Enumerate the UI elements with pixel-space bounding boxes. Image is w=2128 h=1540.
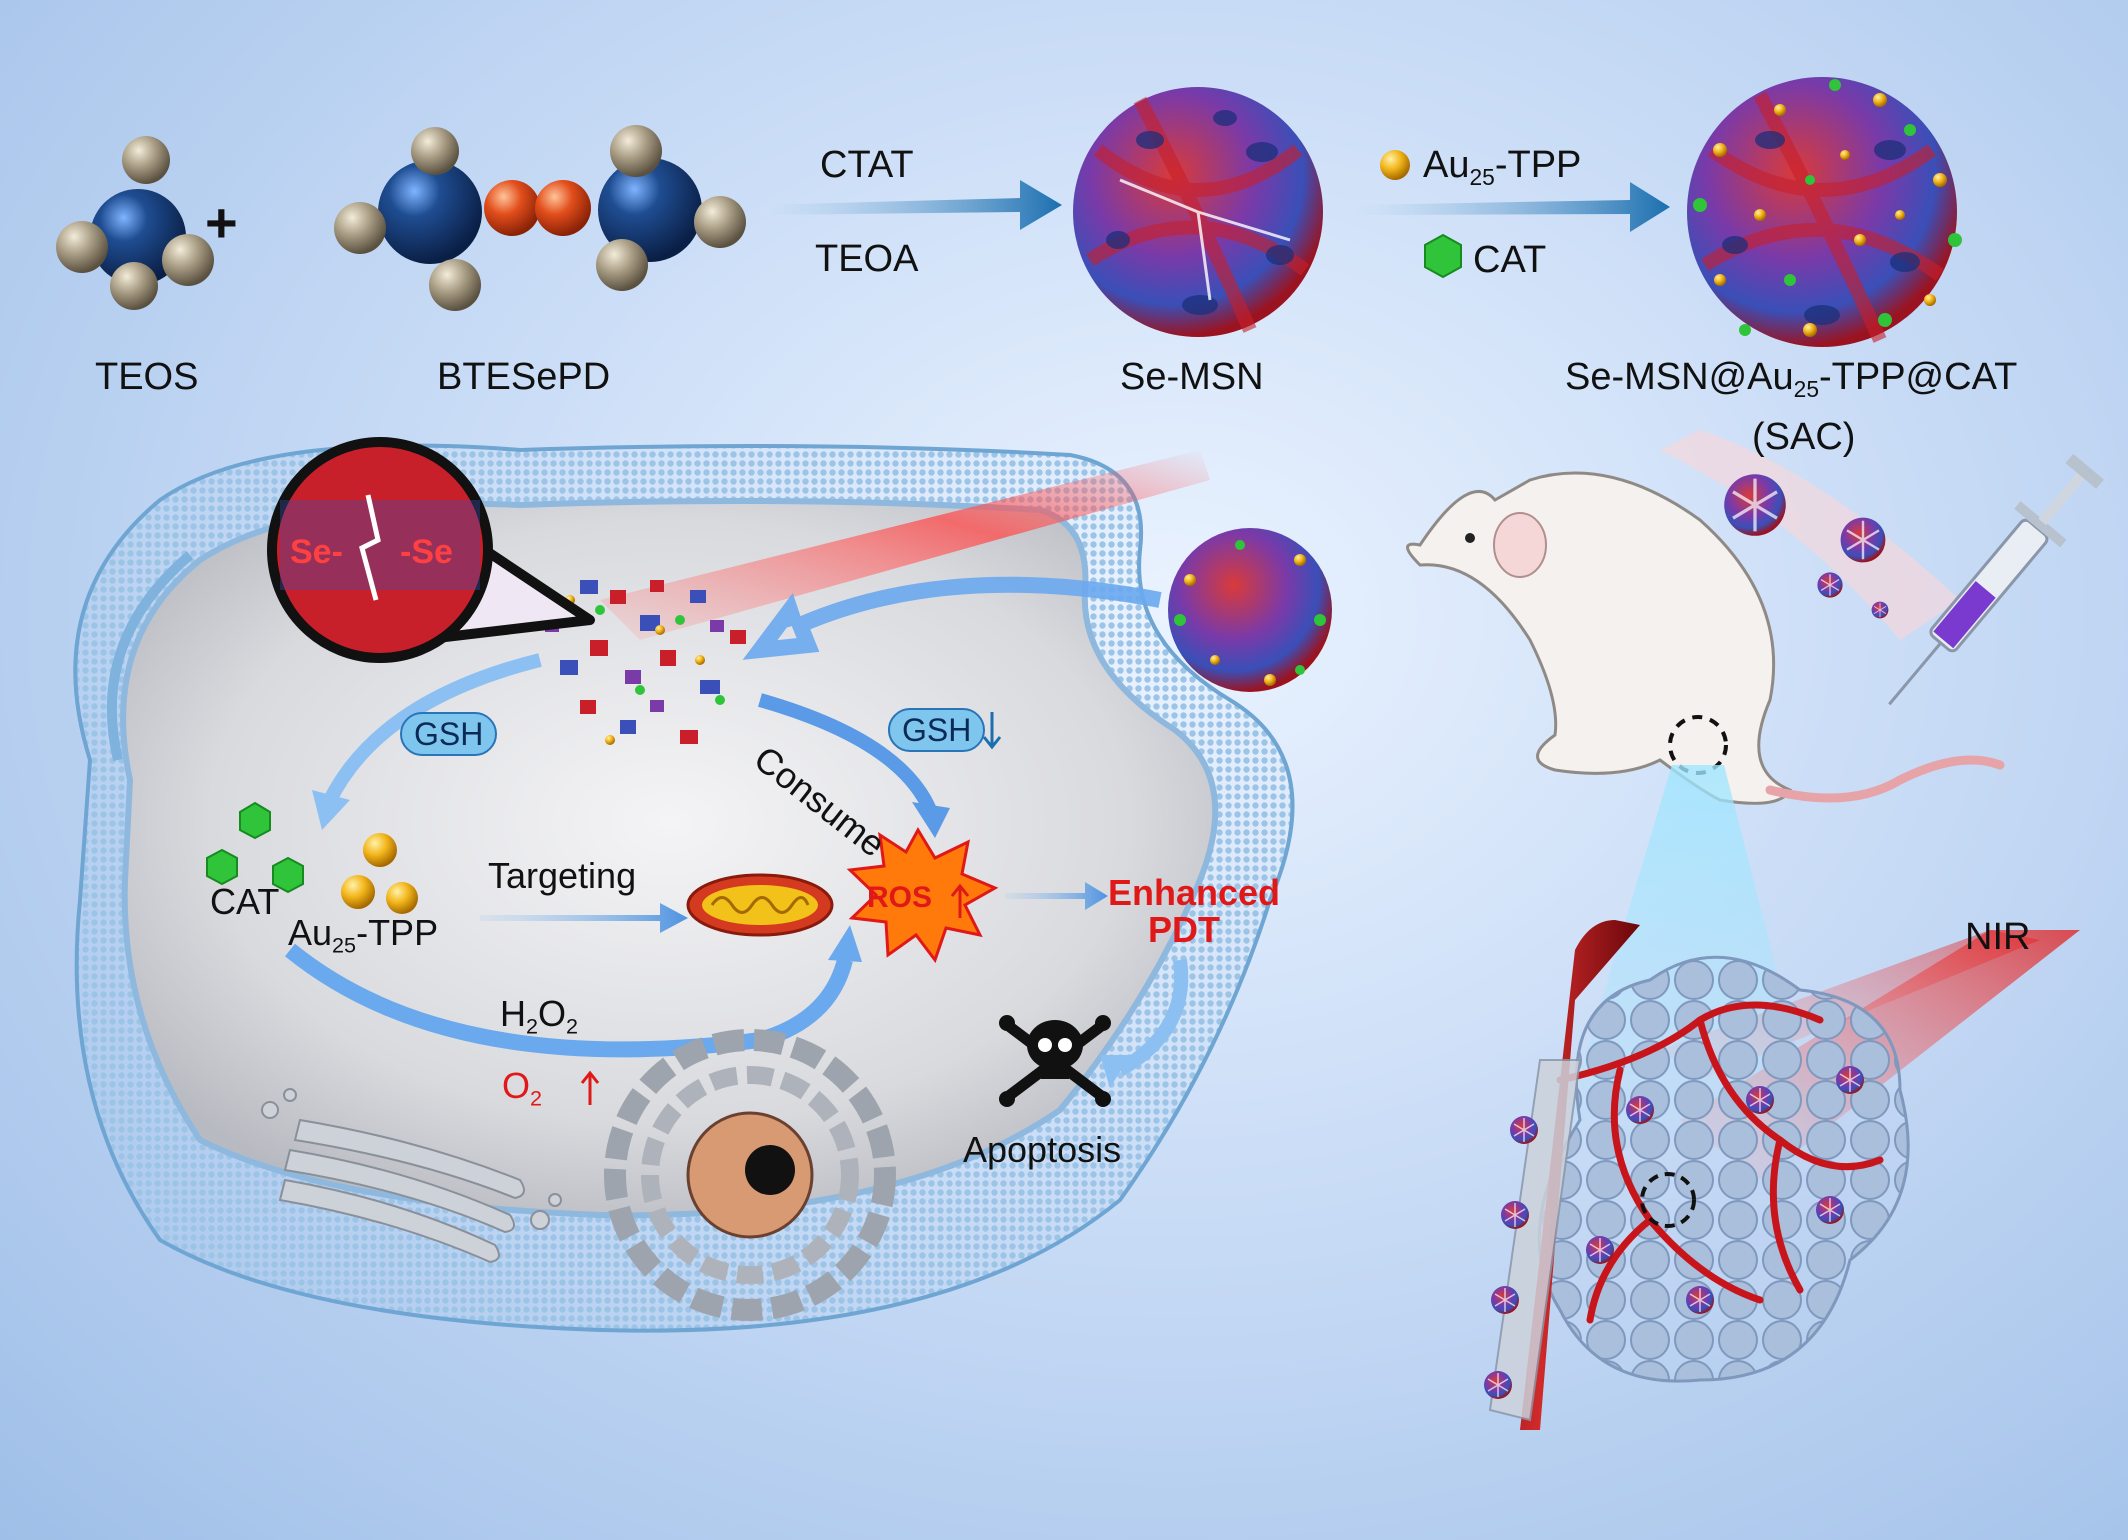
- pdt-label: PDT: [1148, 909, 1220, 950]
- plus-sign: +: [205, 191, 238, 254]
- degraded-fragments: [545, 580, 746, 745]
- gsh-badge-right: GSH: [888, 708, 986, 752]
- catalase-legend-icon: [1424, 233, 1462, 279]
- ros-burst-icon: [846, 826, 999, 964]
- consume-arrow: [758, 693, 937, 813]
- ctat-label: CTAT: [820, 144, 914, 186]
- h2o2-label: H2O2: [500, 993, 579, 1039]
- injected-particle: [1722, 472, 1788, 538]
- mitochondrion: [686, 873, 834, 937]
- enhanced-label: Enhanced: [1108, 872, 1281, 913]
- teoa-label: TEOA: [815, 238, 919, 280]
- syringe-icon: [1888, 453, 2104, 706]
- injected-particle: [1816, 571, 1844, 599]
- sac-particle: [1687, 77, 1962, 347]
- gsh-badge-left: GSH: [400, 712, 498, 756]
- o2-label: O2: [502, 1065, 543, 1111]
- pdt-to-apoptosis-arrow: [1116, 959, 1189, 1077]
- injected-particle: [1839, 516, 1887, 564]
- nir-label: NIR: [1965, 916, 2031, 958]
- au25-tpp-cell-label: Au25-TPP: [288, 912, 439, 958]
- se-msn-label: Se-MSN: [1120, 356, 1264, 398]
- teos-molecule: [56, 136, 214, 310]
- apoptosis-label: Apoptosis: [963, 1129, 1122, 1170]
- cat-cell-label: CAT: [210, 881, 280, 922]
- skull-icon: [999, 1015, 1111, 1107]
- cat-enzymes: [206, 801, 304, 894]
- tumor-tissue: [1537, 955, 1910, 1383]
- teos-label: TEOS: [95, 356, 199, 398]
- gold-cluster-legend-icon: [1380, 150, 1410, 180]
- synthesis-arrow: [760, 180, 1062, 230]
- blood-vessel: [1440, 920, 1640, 1430]
- h2o2-arrow: [284, 943, 853, 1058]
- nucleus: [604, 1029, 896, 1321]
- gsh-decrease-arrow: [982, 712, 1002, 750]
- au25-tpp-label: Au25-TPP: [1423, 144, 1582, 190]
- loading-arrow: [1355, 182, 1670, 232]
- mouse-illustration: [1406, 471, 2005, 805]
- se-left-label: Se-: [290, 533, 343, 571]
- laser-beam: [600, 450, 1210, 640]
- au25-tpp-clusters: [341, 833, 418, 914]
- ros-label: ROS: [867, 881, 933, 914]
- btesepd-label: BTESePD: [437, 356, 611, 398]
- btesepd-molecule: [334, 125, 746, 311]
- ros-increase-arrow: [950, 883, 970, 918]
- cat-label: CAT: [1473, 239, 1547, 281]
- sac-particle-entering: [1168, 528, 1332, 692]
- injected-particle: [1871, 601, 1889, 619]
- se-msn-particle: [1073, 87, 1323, 337]
- cancer-cell: [73, 443, 1295, 1333]
- targeting-arrow: [480, 903, 688, 933]
- o2-increase-arrow: [580, 1070, 600, 1105]
- degradation-arrow: [742, 576, 1162, 660]
- se-right-label: -Se: [400, 533, 453, 571]
- targeting-label: Targeting: [488, 855, 637, 896]
- ros-to-pdt-arrow: [1005, 882, 1108, 910]
- golgi-apparatus: [261, 1088, 562, 1264]
- gsh-release-arrow: [323, 653, 542, 804]
- se-se-bond-inset: [267, 437, 595, 663]
- product-label: Se-MSN@Au25-TPP@CAT: [1565, 356, 2018, 402]
- sac-abbreviation: (SAC): [1752, 416, 1856, 458]
